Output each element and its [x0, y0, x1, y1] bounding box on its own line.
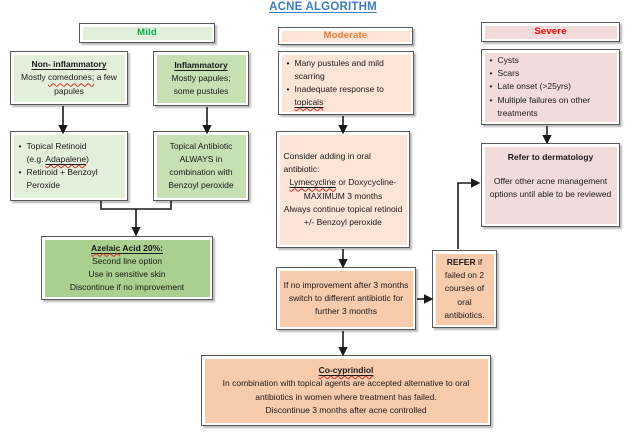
severe-header-label: Severe [534, 25, 567, 37]
inflammatory-title: Inflammatory [174, 59, 228, 70]
arrow-refer-if-to-refer-derm [457, 178, 481, 249]
severe-symptom-item: Scars [489, 67, 613, 80]
moderate-symptoms-box: Many pustules and mild scarring Inadequa… [278, 51, 414, 115]
severe-symptoms-box: Cysts Scars Late onset (>25yrs) Multiple… [481, 49, 620, 125]
moderate-symptom-item: Many pustules and mild scarring [286, 57, 407, 83]
no-improvement-body: If no improvement after 3 months switch … [283, 279, 409, 317]
severe-symptom-item: Cysts [489, 54, 613, 67]
refer-dermatology-title: Refer to dermatology [507, 151, 594, 162]
severe-symptom-item: Late onset (>25yrs) [489, 80, 613, 93]
connector-merge-bracket [100, 201, 172, 210]
inflammatory-box: Inflammatory Mostly papules; some pustul… [153, 51, 249, 106]
no-improvement-box: If no improvement after 3 months switch … [276, 267, 416, 330]
topical-retinoid-box: Topical Retinoid(e.g. Adapalene) Retinoi… [10, 131, 128, 201]
mild-header-label: Mild [137, 26, 157, 38]
azelaic-line: Second line option [92, 255, 162, 266]
non-inflammatory-box: Non- inflammatory Mostly comedones; a fe… [10, 51, 128, 105]
azelaic-line: Use in sensitive skin [88, 269, 166, 279]
azelaic-title: Azelaic Acid 20%: [91, 242, 163, 253]
severe-symptom-item: Multiple failures on other treatments [489, 94, 613, 120]
retinoid-benzoyl-item: Retinoid + Benzoyl Peroxide [18, 166, 121, 192]
azelaic-acid-box: Azelaic Acid 20%: Second line option Use… [41, 236, 213, 300]
azelaic-line: Discontinue if no improvement [69, 282, 185, 293]
refer-dermatology-body: Offer other acne management options unti… [489, 175, 612, 199]
severe-header: Severe [481, 22, 620, 42]
consider-line: Always continue topical retinoid +/- Ben… [283, 203, 403, 227]
moderate-symptom-item: Inadequate response to topicals [286, 83, 407, 109]
cocyprindiol-body: In combination with topical agents are a… [222, 378, 470, 402]
cocyprindiol-title: Co-cyprindiol [318, 365, 374, 376]
topical-retinoid-item: Topical Retinoid(e.g. Adapalene) [18, 140, 121, 166]
moderate-header: Moderate [278, 27, 413, 45]
consider-line: Consider adding in oral antibiotic: [283, 150, 371, 175]
cocyprindiol-box: Co-cyprindiol In combination with topica… [201, 355, 491, 426]
moderate-header-label: Moderate [323, 29, 368, 41]
topical-antibiotic-body: Topical Antibiotic ALWAYS in combination… [168, 140, 234, 191]
refer-dermatology-box: Refer to dermatology Offer other acne ma… [481, 143, 620, 227]
consider-oral-antibiotic-box: Consider adding in oral antibiotic: Lyme… [276, 131, 410, 248]
consider-line: Lymecycline or Doxycycline- MAXIMUM 3 mo… [289, 177, 397, 201]
non-inflammatory-body: Mostly comedones; a few papules [21, 72, 117, 96]
inflammatory-body: Mostly papules; some pustules [171, 72, 231, 97]
non-inflammatory-title: Non- inflammatory [31, 59, 107, 70]
refer-if-failed-body: REFER if failed on 2 courses of oral ant… [444, 257, 485, 320]
refer-if-failed-box: REFER if failed on 2 courses of oral ant… [432, 250, 497, 328]
page-title: ACNE ALGORITHM [269, 1, 377, 13]
topical-antibiotic-box: Topical Antibiotic ALWAYS in combination… [153, 131, 249, 201]
cocyprindiol-body: Discontinue 3 months after acne controll… [265, 404, 427, 415]
mild-header: Mild [79, 23, 215, 43]
